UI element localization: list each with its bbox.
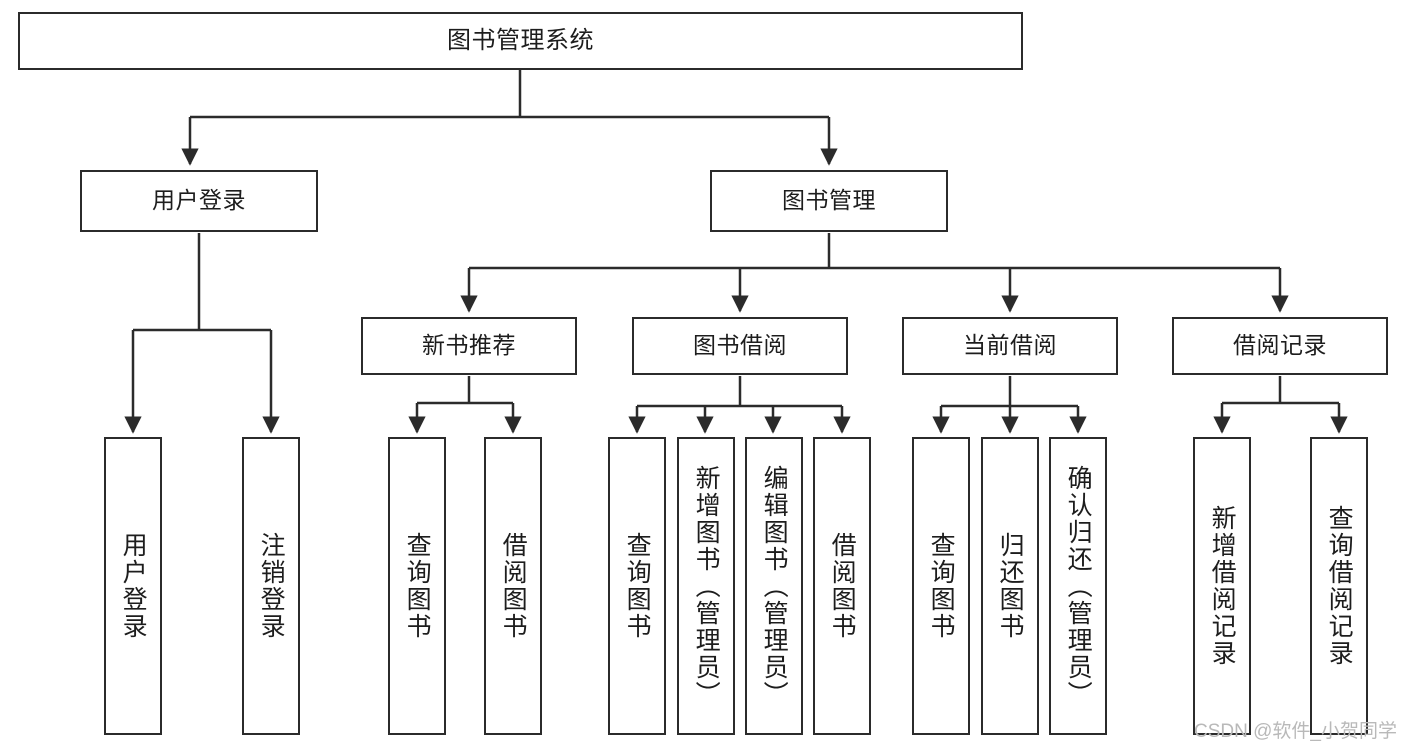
- node-book-borrow-label: 图书借阅: [693, 332, 787, 359]
- leaf-new-book-query-label: 查询图书: [403, 532, 432, 640]
- leaf-borrow-record-add-label: 新增借阅记录: [1208, 505, 1237, 667]
- leaf-current-borrow-return-label: 归还图书: [996, 532, 1025, 640]
- leaf-book-borrow-edit-label: 编辑图书（管理员）: [760, 464, 789, 708]
- leaf-new-book-borrow[interactable]: 借阅图书: [484, 437, 542, 735]
- csdn-watermark: CSDN @软件_小贺同学: [1194, 721, 1397, 742]
- leaf-book-borrow-borrow[interactable]: 借阅图书: [813, 437, 871, 735]
- leaf-current-borrow-confirm-return-label: 确认归还（管理员）: [1064, 464, 1093, 708]
- node-current-borrow[interactable]: 当前借阅: [902, 317, 1118, 375]
- leaf-user-login-login-label: 用户登录: [119, 532, 148, 640]
- node-new-book-recommend[interactable]: 新书推荐: [361, 317, 577, 375]
- leaf-user-login-logout[interactable]: 注销登录: [242, 437, 300, 735]
- node-book-borrow[interactable]: 图书借阅: [632, 317, 848, 375]
- leaf-book-borrow-add-label: 新增图书（管理员）: [692, 464, 721, 708]
- leaf-borrow-record-query[interactable]: 查询借阅记录: [1310, 437, 1368, 735]
- leaf-new-book-query[interactable]: 查询图书: [388, 437, 446, 735]
- leaf-user-login-login[interactable]: 用户登录: [104, 437, 162, 735]
- leaf-book-borrow-borrow-label: 借阅图书: [828, 532, 857, 640]
- leaf-book-borrow-query[interactable]: 查询图书: [608, 437, 666, 735]
- node-borrow-record-label: 借阅记录: [1233, 332, 1327, 359]
- leaf-book-borrow-query-label: 查询图书: [623, 532, 652, 640]
- leaf-borrow-record-add[interactable]: 新增借阅记录: [1193, 437, 1251, 735]
- leaf-current-borrow-confirm-return[interactable]: 确认归还（管理员）: [1049, 437, 1107, 735]
- node-current-borrow-label: 当前借阅: [963, 332, 1057, 359]
- leaf-new-book-borrow-label: 借阅图书: [499, 532, 528, 640]
- leaf-current-borrow-return[interactable]: 归还图书: [981, 437, 1039, 735]
- leaf-user-login-logout-label: 注销登录: [257, 532, 286, 640]
- leaf-borrow-record-query-label: 查询借阅记录: [1325, 505, 1354, 667]
- node-book-management[interactable]: 图书管理: [710, 170, 948, 232]
- node-user-login-label: 用户登录: [152, 187, 246, 214]
- node-root[interactable]: 图书管理系统: [18, 12, 1023, 70]
- leaf-book-borrow-add[interactable]: 新增图书（管理员）: [677, 437, 735, 735]
- node-new-book-recommend-label: 新书推荐: [422, 332, 516, 359]
- node-book-management-label: 图书管理: [782, 187, 876, 214]
- node-borrow-record[interactable]: 借阅记录: [1172, 317, 1388, 375]
- leaf-book-borrow-edit[interactable]: 编辑图书（管理员）: [745, 437, 803, 735]
- leaf-current-borrow-query[interactable]: 查询图书: [912, 437, 970, 735]
- node-root-label: 图书管理系统: [447, 26, 594, 54]
- node-user-login[interactable]: 用户登录: [80, 170, 318, 232]
- leaf-current-borrow-query-label: 查询图书: [927, 532, 956, 640]
